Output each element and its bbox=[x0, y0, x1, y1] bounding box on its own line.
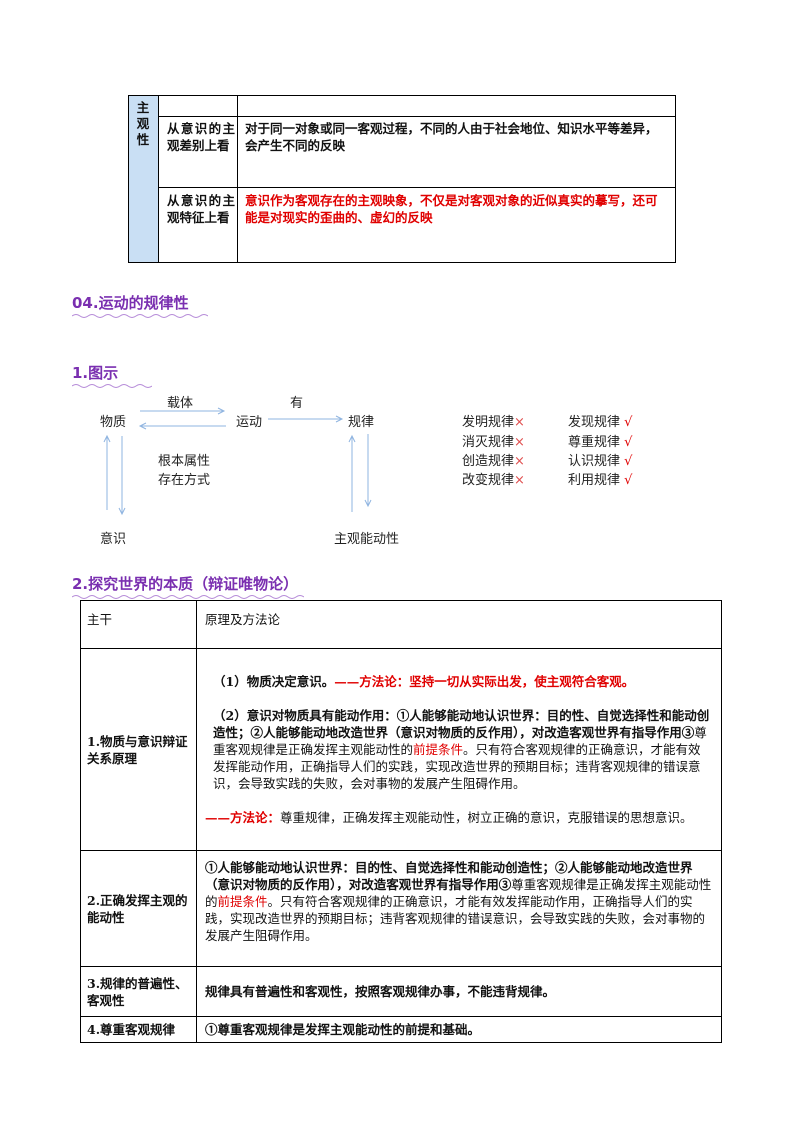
row-label: 从意识的主观差别上看 bbox=[167, 121, 235, 153]
node-matter: 物质 bbox=[100, 415, 127, 430]
label-existence-mode: 存在方式 bbox=[158, 473, 211, 488]
row-content: （1）物质决定意识。——方法论：坚持一切从实际出发，使主观符合客观。 （2）意识… bbox=[196, 648, 722, 851]
wrong-item: 创造规律× bbox=[462, 454, 525, 469]
paragraph: （2）意识对物质具有能动作用：①人能够能动地认识世界：目的性、自觉选择性和能动创… bbox=[213, 708, 710, 791]
table-row: 4.尊重客观规律 ①尊重客观规律是发挥主观能动性的前提和基础。 bbox=[80, 1016, 722, 1043]
row-content: 规律具有普遍性和客观性，按照客观规律办事，不能违背规律。 bbox=[196, 966, 722, 1017]
row-divider bbox=[159, 116, 675, 117]
cross-mark: × bbox=[514, 415, 525, 430]
check-mark: √ bbox=[624, 435, 633, 450]
arrowhead bbox=[103, 434, 111, 443]
check-mark: √ bbox=[624, 473, 633, 488]
arrowhead bbox=[335, 415, 344, 423]
arrowhead bbox=[118, 507, 126, 516]
wavy-underline bbox=[72, 314, 208, 318]
node-consciousness: 意识 bbox=[100, 532, 127, 547]
node-motion: 运动 bbox=[236, 415, 263, 430]
side-label: 主观性 bbox=[136, 100, 150, 147]
section-heading-04: 04.运动的规律性 bbox=[72, 292, 208, 318]
arrowhead bbox=[348, 434, 356, 443]
row-label: 1.物质与意识辩证关系原理 bbox=[80, 648, 197, 851]
wrong-item: 改变规律× bbox=[462, 473, 525, 488]
right-item: 利用规律 √ bbox=[568, 473, 633, 488]
table-header-row: 主干 原理及方法论 bbox=[80, 600, 722, 649]
cross-mark: × bbox=[514, 435, 525, 450]
side-label-cell: 主观性 bbox=[129, 96, 159, 262]
check-mark: √ bbox=[624, 415, 633, 430]
table-row: 1.物质与意识辩证关系原理 （1）物质决定意识。——方法论：坚持一切从实际出发，… bbox=[80, 648, 722, 851]
check-mark: √ bbox=[624, 454, 633, 469]
right-item: 认识规律 √ bbox=[568, 454, 633, 469]
wrong-item: 发明规律× bbox=[462, 415, 525, 430]
row-label: 2.正确发挥主观的能动性 bbox=[80, 850, 197, 967]
label-carrier: 载体 bbox=[167, 396, 194, 411]
row-text: 意识作为客观存在的主观映象，不仅是对客观对象的近似真实的摹写，还可能是对现实的歪… bbox=[245, 193, 658, 225]
arrowhead bbox=[364, 499, 372, 508]
label-fundamental-attribute: 根本属性 bbox=[158, 454, 211, 469]
node-subjective-agency: 主观能动性 bbox=[334, 532, 400, 547]
column-divider bbox=[237, 96, 238, 262]
wrong-item: 消灭规律× bbox=[462, 435, 525, 450]
header-principle: 原理及方法论 bbox=[196, 600, 722, 649]
label-has: 有 bbox=[290, 396, 304, 411]
right-item: 尊重规律 √ bbox=[568, 435, 633, 450]
table-row: 2.正确发挥主观的能动性 ①人能够能动地认识世界：目的性、自觉选择性和能动创造性… bbox=[80, 850, 722, 967]
row-content: ①人能够能动地认识世界：目的性、自觉选择性和能动创造性；②人能够能动地改造世界（… bbox=[196, 850, 722, 967]
row-content: ①尊重客观规律是发挥主观能动性的前提和基础。 bbox=[196, 1016, 722, 1043]
table-row: 3.规律的普遍性、客观性 规律具有普遍性和客观性，按照客观规律办事，不能违背规律… bbox=[80, 966, 722, 1017]
right-item: 发现规律 √ bbox=[568, 415, 633, 430]
dialectical-materialism-table: 主干 原理及方法论 1.物质与意识辩证关系原理 （1）物质决定意识。——方法论：… bbox=[80, 600, 722, 1043]
arrowhead bbox=[217, 407, 226, 415]
header-main: 主干 bbox=[80, 600, 197, 649]
paragraph: ——方法论：尊重规律，正确发挥主观能动性，树立正确的意识，克服错误的思想意识。 bbox=[205, 810, 693, 825]
row-divider bbox=[159, 187, 675, 188]
node-law: 规律 bbox=[348, 415, 375, 430]
wavy-underline bbox=[72, 384, 152, 388]
heading-text: 04.运动的规律性 bbox=[72, 294, 189, 312]
heading-text: 2.探究世界的本质（辩证唯物论） bbox=[72, 575, 299, 593]
row-label: 3.规律的普遍性、客观性 bbox=[80, 966, 197, 1017]
row-label: 从意识的主观特征上看 bbox=[167, 193, 235, 225]
section-heading-1: 1.图示 bbox=[72, 362, 152, 388]
row-text: 对于同一对象或同一客观过程，不同的人由于社会地位、知识水平等差异，会产生不同的反… bbox=[245, 121, 658, 153]
cross-mark: × bbox=[514, 454, 525, 469]
row-label: 4.尊重客观规律 bbox=[80, 1016, 197, 1043]
arrowhead bbox=[138, 422, 147, 430]
paragraph: （1）物质决定意识。——方法论：坚持一切从实际出发，使主观符合客观。 bbox=[213, 674, 635, 689]
cross-mark: × bbox=[514, 473, 525, 488]
section-heading-2: 2.探究世界的本质（辩证唯物论） bbox=[72, 573, 304, 599]
wavy-underline bbox=[72, 595, 304, 599]
heading-text: 1.图示 bbox=[72, 364, 119, 382]
subjectivity-table: 主观性 从意识的主观差别上看 对于同一对象或同一客观过程，不同的人由于社会地位、… bbox=[128, 95, 676, 263]
